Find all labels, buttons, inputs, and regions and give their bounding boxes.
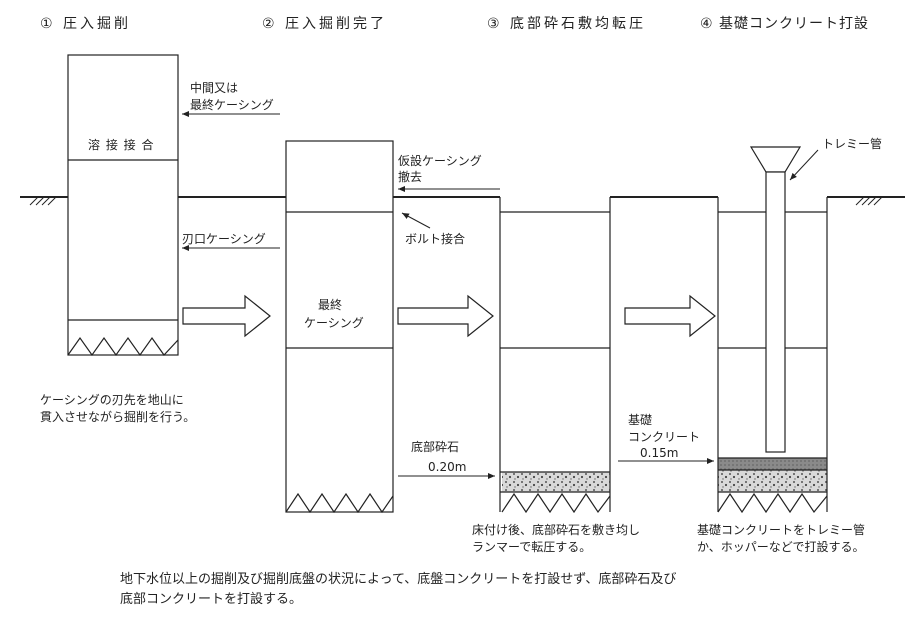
step3-note-line2: ランマーで転圧する。 — [472, 540, 592, 554]
ground-hatch-right-icon — [855, 196, 883, 206]
footer-note-line1: 地下水位以上の掘削及び掘削底盤の状況によって、底盤コンクリートを打設せず、底部砕… — [120, 572, 677, 587]
tremie-pipe-icon — [749, 146, 802, 453]
cutting-edge-casing-label: 刃口ケーシング — [182, 232, 266, 246]
leader-tremie-pipe — [789, 149, 819, 181]
temp-casing-label-line2: 撤去 — [398, 170, 423, 184]
step1-title: ① 圧入掘削 — [40, 16, 132, 32]
bottom-gravel-label: 底部砕石 — [411, 440, 460, 454]
step2-casing — [285, 140, 394, 514]
step2-title: ② 圧入掘削完了 — [262, 16, 388, 32]
flow-arrow-1-icon — [182, 294, 271, 338]
step4-title: ④ 基礎コンクリート打設 — [700, 16, 870, 32]
flow-arrow-3-icon — [624, 294, 716, 338]
step1-note-line1: ケーシングの刃先を地山に — [40, 393, 184, 407]
step1-note-line2: 貫入させながら掘削を行う。 — [40, 410, 196, 424]
concrete-thickness-label: 0.15m — [640, 446, 679, 460]
step3-title: ③ 底部砕石敷均転圧 — [487, 16, 647, 32]
step4-note-line1: 基礎コンクリートをトレミー管 — [697, 523, 866, 537]
step4-casing — [717, 197, 828, 514]
intermediate-casing-label-line1: 中間又は — [190, 81, 239, 95]
bolt-joint-label: ボルト接合 — [405, 232, 466, 246]
tremie-pipe-label: トレミー管 — [822, 137, 883, 151]
step1-casing — [67, 54, 179, 357]
flow-arrow-2-icon — [397, 294, 494, 338]
foundation-concrete-label-line1: 基礎 — [628, 413, 653, 427]
ground-hatch-left-icon — [29, 196, 57, 206]
leader-bolt-joint — [401, 212, 431, 229]
step3-note-line1: 床付け後、底部砕石を敷き均し — [472, 523, 641, 537]
temp-casing-label-line1: 仮設ケーシング — [398, 154, 482, 168]
footer-note-line2: 底部コンクリートを打設する。 — [120, 592, 303, 607]
step3-casing — [499, 197, 611, 514]
step4-note-line2: か、ホッパーなどで打設する。 — [697, 540, 865, 554]
final-casing-label-line1: 最終 — [318, 298, 343, 312]
intermediate-casing-label-line2: 最終ケーシング — [190, 98, 274, 112]
foundation-concrete-label-line2: コンクリート — [628, 430, 701, 444]
final-casing-label-line2: ケーシング — [304, 316, 364, 330]
weld-joint-label: 溶 接 接 合 — [88, 138, 155, 152]
gravel-thickness-label: 0.20m — [428, 460, 467, 474]
